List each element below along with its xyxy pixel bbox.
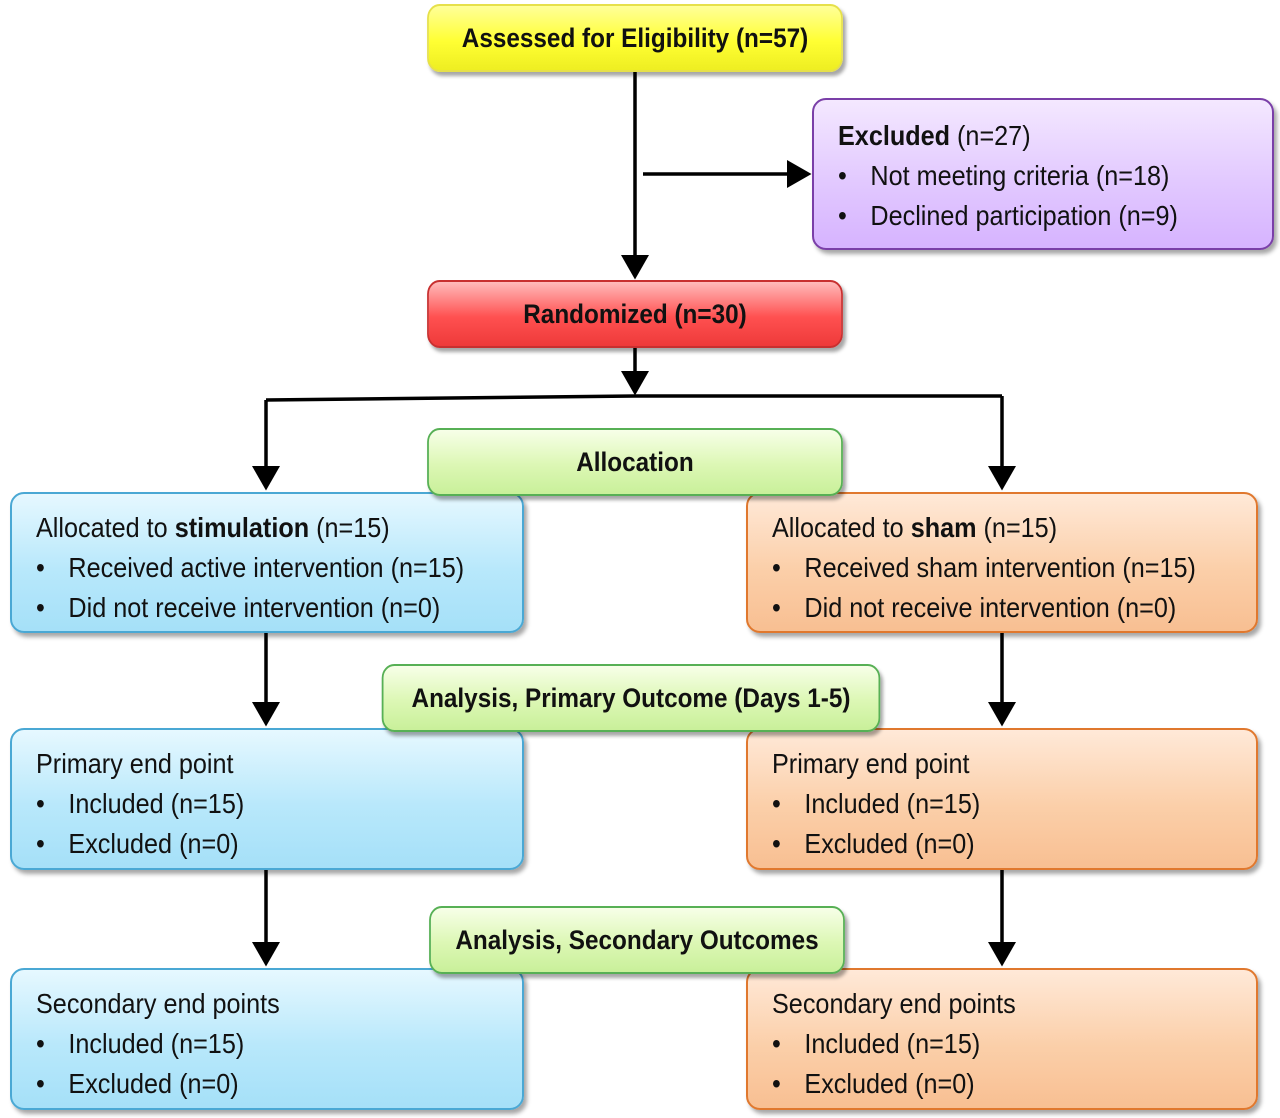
list-item: •Included (n=15) — [772, 1028, 981, 1059]
eligibility-label: Assessed for Eligibility (n=57) — [461, 22, 809, 53]
list-item: •Included (n=15) — [36, 1028, 245, 1059]
list-item: •Did not receive intervention (n=0) — [36, 592, 441, 623]
list-item: •Not meeting criteria (n=18) — [838, 160, 1170, 191]
eligibility-box: Assessed for Eligibility (n=57) — [427, 4, 843, 72]
primary-outcome-label: Analysis, Primary Outcome (Days 1-5) — [411, 682, 851, 713]
secondary-outcome-box: Analysis, Secondary Outcomes — [429, 906, 845, 974]
sham-primary-box: Primary end point •Included (n=15) •Excl… — [746, 728, 1258, 870]
list-item: •Received active intervention (n=15) — [36, 552, 465, 583]
list-item: •Excluded (n=0) — [772, 1068, 975, 1099]
stimulation-primary-box: Primary end point •Included (n=15) •Excl… — [10, 728, 524, 870]
sham-secondary-box: Secondary end points •Included (n=15) •E… — [746, 968, 1258, 1110]
list-item: •Received sham intervention (n=15) — [772, 552, 1196, 583]
randomized-box: Randomized (n=30) — [427, 280, 843, 348]
list-item: •Included (n=15) — [772, 788, 981, 819]
primary-outcome-box: Analysis, Primary Outcome (Days 1-5) — [381, 664, 881, 732]
list-item: •Excluded (n=0) — [36, 828, 239, 859]
excluded-heading: Excluded — [838, 120, 951, 151]
list-item: •Declined participation (n=9) — [838, 200, 1178, 231]
allocation-box: Allocation — [427, 428, 843, 496]
sham-allocation-box: Allocated to sham (n=15) •Received sham … — [746, 492, 1258, 633]
stimulation-allocation-box: Allocated to stimulation (n=15) •Receive… — [10, 492, 524, 633]
stimulation-secondary-box: Secondary end points •Included (n=15) •E… — [10, 968, 524, 1110]
excluded-count: (n=27) — [950, 120, 1031, 151]
randomized-label: Randomized (n=30) — [523, 298, 747, 329]
list-item: •Excluded (n=0) — [772, 828, 975, 859]
excluded-box: Excluded (n=27) •Not meeting criteria (n… — [812, 98, 1274, 250]
list-item: •Did not receive intervention (n=0) — [772, 592, 1177, 623]
sham-label: sham — [910, 512, 977, 543]
secondary-outcome-label: Analysis, Secondary Outcomes — [455, 924, 819, 955]
stimulation-label: stimulation — [174, 512, 310, 543]
list-item: •Included (n=15) — [36, 788, 245, 819]
list-item: •Excluded (n=0) — [36, 1068, 239, 1099]
split-line — [265, 394, 1002, 402]
allocation-label: Allocation — [576, 446, 694, 477]
